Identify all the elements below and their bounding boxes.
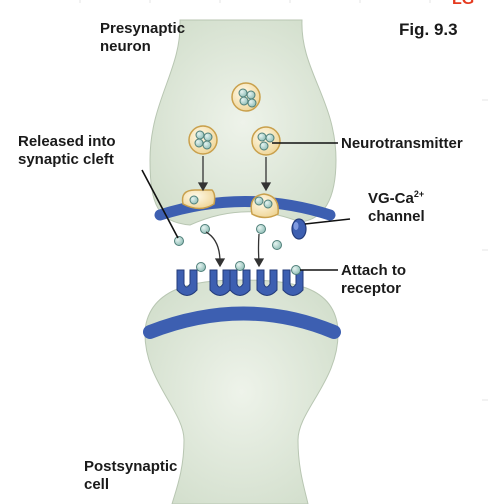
molecule	[194, 138, 204, 148]
vesicle	[251, 126, 281, 156]
arrowhead	[253, 258, 265, 268]
molecule	[254, 196, 264, 206]
label-line: Attach to	[341, 262, 406, 279]
vesicle	[188, 125, 218, 155]
molecule	[203, 132, 213, 142]
molecule	[247, 98, 257, 108]
molecule	[265, 133, 275, 143]
molecule	[263, 199, 273, 209]
arrowhead	[197, 182, 209, 192]
label-line: Presynaptic	[100, 20, 186, 37]
leader-lines	[141, 142, 351, 271]
label-attach-to-receptor: Attach to receptor	[341, 262, 406, 298]
molecule	[196, 262, 206, 272]
leader-vgca	[304, 218, 351, 225]
docked-vesicle	[181, 189, 216, 210]
molecule	[291, 265, 301, 275]
label-line: VG-Ca2+	[368, 185, 425, 208]
label-line: Released into	[18, 133, 116, 150]
label-line: receptor	[341, 280, 402, 297]
molecule	[174, 236, 184, 246]
leader-released	[141, 169, 179, 239]
arrow	[205, 231, 221, 263]
label-line: cell	[84, 476, 110, 493]
figure-number: Fig. 9.3	[399, 20, 458, 39]
background-grid	[79, 0, 488, 401]
label-line: Postsynaptic	[84, 458, 178, 475]
molecule	[257, 132, 267, 142]
molecule	[246, 90, 256, 100]
arrowhead	[260, 182, 272, 192]
label-line: channel	[368, 208, 425, 225]
label-released-into-cleft: Released into synaptic cleft	[18, 133, 116, 169]
label-postsynaptic-cell: Postsynaptic cell	[84, 458, 177, 494]
molecule	[202, 140, 212, 150]
presynaptic-terminal	[149, 19, 337, 226]
receptor	[256, 269, 278, 296]
corner-logo-mark: LG	[452, 0, 474, 9]
molecule	[189, 195, 199, 205]
vg-ca-channel-highlight	[293, 222, 299, 230]
molecule	[239, 96, 249, 106]
postsynaptic-cell	[144, 279, 339, 504]
neurotransmitter-molecules	[174, 88, 301, 275]
arrow	[257, 233, 260, 263]
presynaptic-membrane	[154, 196, 336, 221]
label-line: synaptic cleft	[18, 151, 114, 168]
receptor	[209, 269, 231, 296]
molecule	[272, 240, 282, 250]
molecule	[256, 224, 266, 234]
molecule	[195, 130, 205, 140]
label-vgca-superscript: 2+	[413, 189, 425, 199]
label-vgca-prefix: VG-Ca	[368, 190, 414, 207]
receptor	[176, 269, 198, 296]
label-neurotransmitter: Neurotransmitter	[341, 135, 463, 152]
molecule	[238, 88, 248, 98]
molecule	[200, 224, 210, 234]
label-presynaptic-neuron: Presynaptic neuron	[100, 20, 185, 56]
postsynaptic-membrane	[143, 306, 341, 339]
molecule	[235, 261, 245, 271]
vg-ca-channel	[291, 218, 307, 240]
label-line: neuron	[100, 38, 151, 55]
label-vg-ca-channel: VG-Ca2+ channel	[368, 185, 425, 226]
molecule	[259, 141, 269, 151]
release-arrows	[197, 156, 272, 268]
arrowhead	[214, 258, 226, 268]
